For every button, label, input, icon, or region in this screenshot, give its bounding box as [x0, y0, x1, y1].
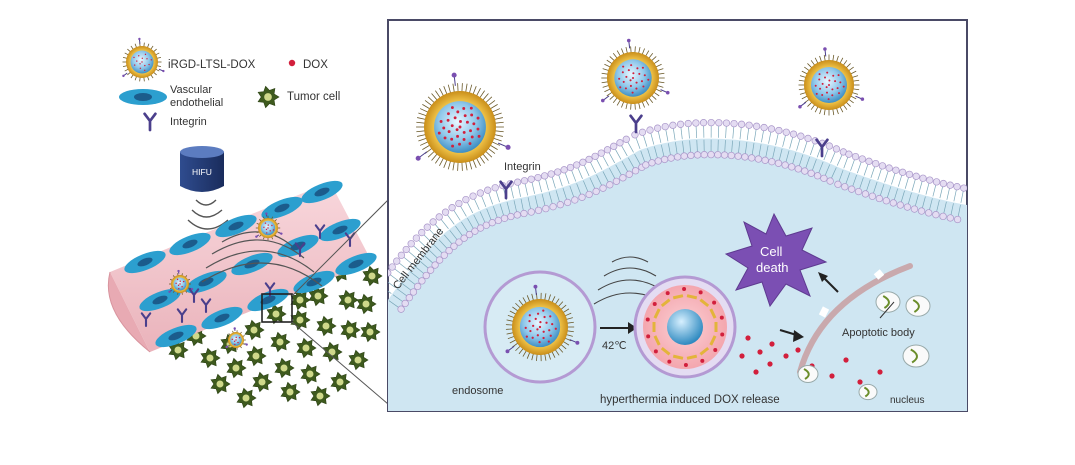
apoptotic-body-icon [906, 296, 930, 316]
hifu-label: HIFU [192, 167, 212, 177]
cell-death-line1: Cell [760, 244, 783, 259]
tumor-cell-icon [201, 348, 220, 367]
zoom-panel: Integrin Cell membrane endosome 42℃ [372, 20, 968, 411]
tumor-cell-icon [291, 310, 310, 329]
legend-dox-label: DOX [303, 59, 328, 71]
legend-integrin-label: Integrin [170, 116, 207, 128]
apoptotic-body-icon [798, 366, 818, 383]
apoptotic-label: Apoptotic body [842, 327, 915, 339]
releasing-nanoparticle [635, 277, 735, 377]
tumor-cell-icon [357, 294, 376, 313]
tumor-cell-icon [331, 372, 350, 391]
tumor-cell-icon [339, 290, 358, 309]
tumor-cell-icon [253, 372, 272, 391]
legend-nanoparticle-icon [122, 38, 164, 82]
legend-integrin-icon [145, 114, 156, 130]
tumor-cell-icon [227, 358, 246, 377]
legend-nanoparticle-label: iRGD-LTSL-DOX [168, 59, 256, 71]
tumor-cell-icon [275, 358, 294, 377]
integrin-icon [145, 114, 156, 130]
tumor-cell-icon [237, 388, 256, 407]
legend-tumor-cell-icon [258, 86, 279, 107]
tumor-cell-icon [297, 338, 316, 357]
cell-death-line2: death [756, 260, 789, 275]
tumor-cell-icon [247, 346, 266, 365]
nanoparticle-icon [226, 327, 248, 349]
tumor-cell-icon [361, 322, 380, 341]
tumor-cell-icon [211, 374, 230, 393]
hifu-device-icon: HIFU [180, 146, 228, 229]
legend-vascular-line2: endothelial [170, 97, 223, 109]
tumor-cell-icon [258, 86, 279, 107]
tumor-cell-icon [317, 316, 336, 335]
endosome [485, 272, 595, 382]
tumor-cell-icon [311, 386, 330, 405]
legend-vascular-line1: Vascular [170, 84, 212, 96]
tumor-cell-icon [323, 342, 342, 361]
nucleus [667, 309, 703, 345]
integrin-label: Integrin [504, 161, 541, 173]
apoptotic-body-icon [859, 384, 877, 399]
tumor-cell-icon [349, 350, 368, 369]
release-label: hyperthermia induced DOX release [600, 394, 780, 406]
legend-dox-dot-icon [289, 60, 295, 66]
endosome-label: endosome [452, 385, 503, 397]
tumor-cell-icon [341, 320, 360, 339]
legend-tumor-label: Tumor cell [287, 91, 340, 103]
tumor-cell-icon [271, 332, 290, 351]
tumor-cell-icon [363, 266, 382, 285]
temperature-label: 42℃ [602, 340, 627, 352]
tumor-cell-icon [245, 320, 264, 339]
legend-endothelial-icon [119, 89, 167, 105]
tumor-cell-icon [281, 382, 300, 401]
legend: iRGD-LTSL-DOX DOX Vascular endothelial T… [119, 38, 340, 130]
nucleus-label: nucleus [890, 395, 924, 406]
blood-vessel [108, 176, 379, 352]
apoptotic-body-icon [903, 345, 929, 367]
nanoparticle-icon [122, 38, 164, 82]
tumor-cell-icon [301, 364, 320, 383]
